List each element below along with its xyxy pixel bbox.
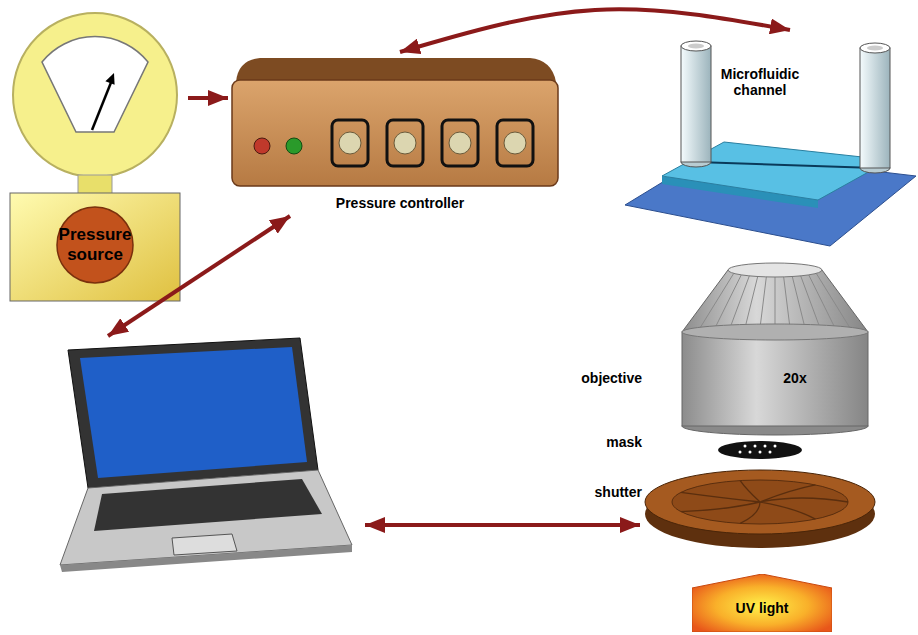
uv-light-source: UV light xyxy=(692,574,832,632)
gauge-stem xyxy=(78,175,112,195)
mask-hole xyxy=(739,451,742,454)
iris-blades xyxy=(681,481,848,524)
laptop-lid xyxy=(68,338,318,488)
tube-top xyxy=(681,41,711,51)
mask-hole xyxy=(764,445,767,448)
node-label: Pressure controller xyxy=(336,195,464,211)
channel-line xyxy=(696,162,875,168)
channel-button xyxy=(387,120,423,166)
source-box xyxy=(10,193,180,301)
photo-mask: mask xyxy=(560,430,810,460)
part-label: mask xyxy=(606,434,642,450)
channel-button xyxy=(332,120,368,166)
controller-top xyxy=(236,58,556,82)
outlet-tube xyxy=(860,48,890,168)
gauge-needle-tip xyxy=(105,73,114,85)
button-knob xyxy=(339,132,361,154)
button-knob xyxy=(394,132,416,154)
tube-hole xyxy=(867,46,883,51)
node-label: Pressure source xyxy=(43,225,147,264)
pressure-line xyxy=(188,96,228,100)
shutter-top xyxy=(645,470,875,534)
pressure-line xyxy=(400,9,790,52)
pressure-source: Pressure source xyxy=(8,8,186,304)
part-label: shutter xyxy=(595,484,642,500)
green-light xyxy=(286,138,302,154)
laptop-edge xyxy=(60,545,352,572)
laptop-touchpad xyxy=(172,534,237,555)
button-knob xyxy=(449,132,471,154)
gauge-needle xyxy=(92,80,112,130)
controller-front xyxy=(232,80,558,186)
objective-ribs xyxy=(698,270,853,332)
laptop-keyboard xyxy=(94,479,322,531)
mask-hole xyxy=(769,451,772,454)
microfluidic-chip: Microfluidic channel xyxy=(620,32,916,248)
channel-button xyxy=(442,120,478,166)
shutter: shutter xyxy=(560,464,878,552)
mask-hole xyxy=(759,451,762,454)
objective-body xyxy=(682,332,868,426)
pressure-controller: Pressure controller xyxy=(230,56,560,218)
part-label: objective xyxy=(581,370,642,386)
node-label: Microfluidic channel xyxy=(712,66,808,98)
gauge-face xyxy=(13,13,177,177)
red-light xyxy=(254,138,270,154)
laptop-screen xyxy=(80,347,307,478)
shutter-aperture xyxy=(672,480,848,524)
mask-hole xyxy=(774,445,777,448)
objective-top xyxy=(728,263,822,277)
mask-hole xyxy=(754,445,757,448)
channel-button xyxy=(497,120,533,166)
node-label: UV light xyxy=(736,600,789,616)
mask-hole xyxy=(749,451,752,454)
objective-lens: objective 20x xyxy=(560,262,872,438)
mask-hole xyxy=(744,445,747,448)
data-link xyxy=(365,523,640,527)
gauge-dial xyxy=(42,37,148,132)
magnification: 20x xyxy=(783,370,806,386)
objective-cone xyxy=(682,270,868,332)
tube-top xyxy=(860,43,890,53)
data-link xyxy=(108,216,290,336)
inlet-tube xyxy=(681,46,711,162)
photo-mask xyxy=(718,441,802,459)
tube-hole xyxy=(688,44,704,49)
objective-rim xyxy=(682,324,868,340)
uv-lamp-outline xyxy=(692,574,832,632)
button-knob xyxy=(504,132,526,154)
